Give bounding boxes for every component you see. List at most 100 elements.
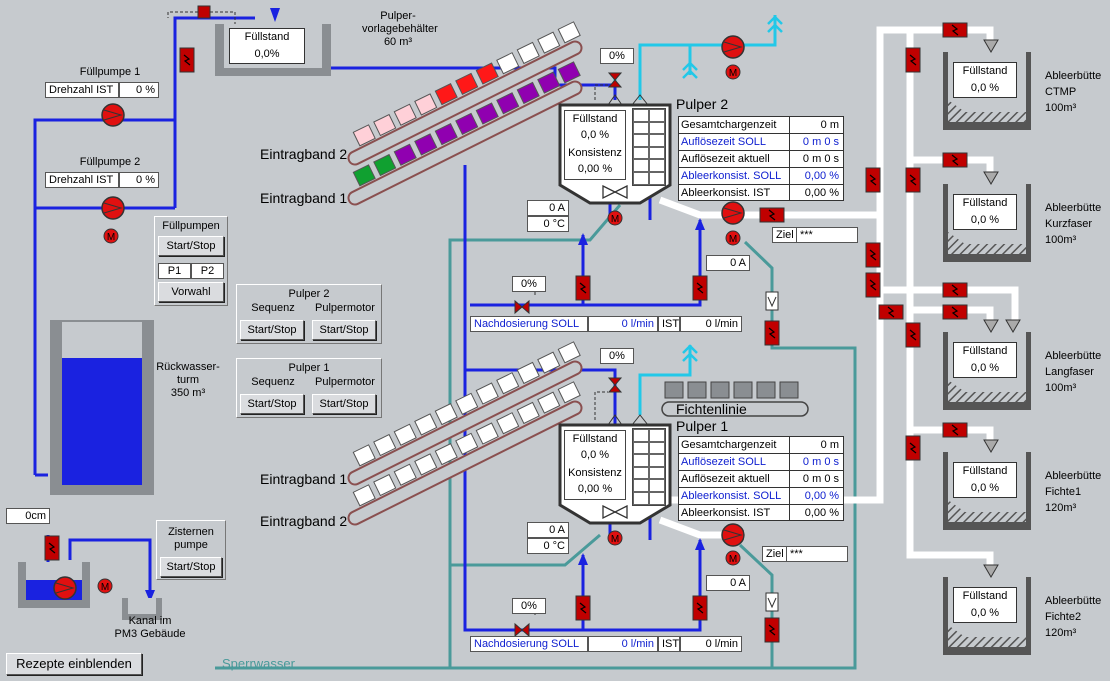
grid-cell bbox=[633, 134, 649, 147]
info-value[interactable]: 0 m 0 s bbox=[789, 454, 843, 470]
belt-segment bbox=[373, 113, 397, 137]
band-label-p2-bottom: Eintragband 1 bbox=[260, 190, 348, 206]
belt-segment bbox=[352, 124, 376, 147]
belt-segment bbox=[475, 382, 499, 405]
flowmeter-icon bbox=[878, 304, 904, 320]
vorwahl-button[interactable]: Vorwahl bbox=[158, 282, 224, 302]
svg-text:M: M bbox=[729, 68, 737, 79]
info-value[interactable]: 0,00 % bbox=[789, 168, 843, 184]
belt-segment bbox=[414, 93, 438, 116]
belt-segment bbox=[414, 133, 438, 156]
grid-cell bbox=[649, 172, 665, 185]
pulper2-ziel-label: Ziel bbox=[772, 227, 802, 243]
belt-segment bbox=[537, 31, 561, 54]
pulper1-sequence-start-stop-button[interactable]: Start/Stop bbox=[240, 394, 304, 414]
info-key: Auflösezeit aktuell bbox=[681, 153, 770, 165]
grid-cell bbox=[633, 159, 649, 172]
pulper1-temp: 0 °C bbox=[527, 538, 569, 554]
pump-icons bbox=[53, 35, 745, 600]
valve-icon[interactable] bbox=[607, 72, 623, 88]
pulper2-temp: 0 °C bbox=[527, 216, 569, 232]
flowmeter-icon bbox=[942, 282, 968, 298]
flowmeter-icon bbox=[905, 47, 921, 73]
flowmeter-icons bbox=[44, 5, 968, 643]
fill-value: 0,0% bbox=[254, 48, 280, 60]
flowmeter-icon bbox=[575, 275, 591, 301]
pulper2-sequence-start-stop-button[interactable]: Start/Stop bbox=[240, 320, 304, 340]
pulper1-fill-label: Füllstand bbox=[572, 433, 618, 445]
fill-label: Füllstand bbox=[962, 465, 1008, 477]
p1-select[interactable]: P1 bbox=[158, 263, 191, 279]
p2-select[interactable]: P2 bbox=[191, 263, 224, 279]
info-key: Ableerkonsist. IST bbox=[681, 507, 771, 519]
grid-cell bbox=[633, 172, 649, 185]
belt-segment bbox=[516, 41, 540, 65]
belt-segment bbox=[352, 444, 376, 467]
vent-chevron-icons bbox=[682, 15, 783, 362]
pulper1-nachdosierung-label: Nachdosierung SOLL bbox=[470, 636, 588, 652]
rezepte-einblenden-button[interactable]: Rezepte einblenden bbox=[6, 653, 142, 675]
pulper1-kons-label: Konsistenz bbox=[568, 467, 622, 479]
grid-cell bbox=[649, 134, 665, 147]
belt-segment bbox=[455, 432, 479, 455]
info-key: Ableerkonsist. SOLL bbox=[681, 490, 782, 502]
motor-icon: M bbox=[725, 550, 741, 566]
zisterne-start-stop-button[interactable]: Start/Stop bbox=[160, 557, 222, 577]
rotor-icons bbox=[602, 184, 628, 520]
pulper2-ist-label: IST bbox=[658, 316, 680, 332]
pulper1-motor-start-stop-button[interactable]: Start/Stop bbox=[312, 394, 376, 414]
info-value[interactable]: 0 m 0 s bbox=[789, 134, 843, 150]
pulper2-seq-label: Sequenz bbox=[251, 302, 295, 314]
info-value: 0,00 % bbox=[789, 185, 843, 201]
fichtenlinie-conveyor bbox=[661, 381, 809, 417]
svg-text:M: M bbox=[101, 582, 109, 593]
pulper1-level-grid bbox=[632, 428, 666, 506]
belt-segment bbox=[373, 473, 397, 497]
level-sensor-icon bbox=[197, 5, 211, 19]
valve-icon[interactable] bbox=[514, 299, 530, 315]
pulper2-valve-percent: 0% bbox=[600, 48, 634, 64]
motor-icon: M bbox=[607, 530, 623, 546]
pulper2-fill-display: Füllstand 0,0 % Konsistenz 0,00 % bbox=[564, 110, 626, 180]
motor-icon: M bbox=[607, 210, 623, 226]
belt-segment bbox=[496, 92, 520, 115]
info-value[interactable]: 0,00 % bbox=[789, 488, 843, 504]
pulper2-nachdosierung-value[interactable]: 0 l/min bbox=[588, 316, 658, 332]
flowmeter-icon bbox=[764, 617, 780, 643]
zisterne-tank bbox=[18, 562, 162, 620]
valve-icons bbox=[514, 72, 623, 638]
pulper2-motor-start-stop-button[interactable]: Start/Stop bbox=[312, 320, 376, 340]
belt-segment bbox=[557, 61, 581, 84]
rueckwasser-label: Rückwasser- turm 350 m³ bbox=[156, 361, 220, 399]
flowmeter-icon bbox=[865, 272, 881, 298]
grid-cell bbox=[633, 479, 649, 492]
fuellpumpe2-title: Füllpumpe 2 bbox=[79, 156, 141, 168]
belt-segment bbox=[373, 433, 397, 457]
pulpervorlage-label: Pulper- vorlagebehälter 60 m³ bbox=[362, 10, 438, 48]
valve-icon[interactable] bbox=[607, 377, 623, 393]
pulper2-ziel-value[interactable]: *** bbox=[796, 227, 858, 243]
info-value: 0 m bbox=[789, 437, 843, 453]
belt-segment bbox=[475, 422, 499, 445]
rueckwasser-tower bbox=[50, 320, 154, 495]
flowmeter-icon bbox=[865, 167, 881, 193]
info-value: 0 m 0 s bbox=[789, 471, 843, 487]
fuellpumpe1-value: 0 % bbox=[119, 82, 159, 98]
band-label-p1-top: Eintragband 1 bbox=[260, 471, 348, 487]
svg-text:M: M bbox=[107, 232, 115, 243]
svg-text:M: M bbox=[729, 234, 737, 245]
pulper1-seq-label: Sequenz bbox=[251, 376, 295, 388]
pulper1-ziel-value[interactable]: *** bbox=[786, 546, 848, 562]
pulper1-nachdosierung-value[interactable]: 0 l/min bbox=[588, 636, 658, 652]
valve-icon[interactable] bbox=[514, 622, 530, 638]
pulper1-kons-value: 0,00 % bbox=[577, 483, 613, 495]
flowmeter-icon bbox=[44, 535, 60, 561]
belt-segment bbox=[496, 372, 520, 395]
pulper1-ist-value: 0 l/min bbox=[680, 636, 742, 652]
svg-text:M: M bbox=[611, 534, 619, 545]
fuellpumpen-start-stop-button[interactable]: Start/Stop bbox=[158, 236, 224, 256]
